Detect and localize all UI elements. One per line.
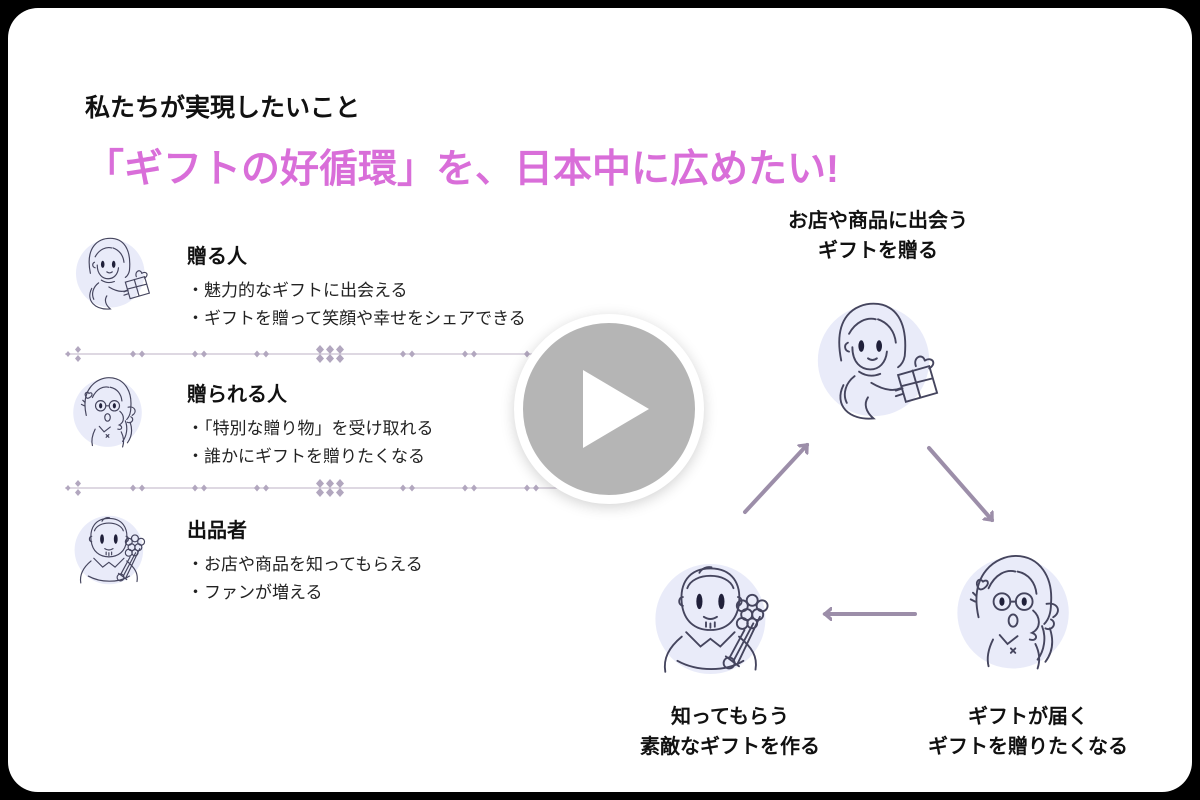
page-title: 私たちが実現したいこと (85, 94, 361, 122)
stakeholder-text: 贈られる人 ・「特別な贈り物」を受け取れる ・誰かにギフトを贈りたくなる (187, 378, 434, 471)
stakeholder-point: ・「特別な贈り物」を受け取れる (187, 419, 434, 438)
receiver-girl-illustration (65, 366, 161, 462)
play-icon (583, 370, 649, 448)
stakeholder-point: ・誰かにギフトを贈りたくなる (187, 447, 425, 466)
arrow-up-icon (743, 443, 809, 514)
receiver-girl-illustration (944, 537, 1100, 693)
ornament-divider (65, 478, 621, 498)
cycle-label-line: お店や商品に出会う (788, 210, 968, 232)
cycle-label-top: お店や商品に出会う ギフトを贈る (750, 206, 1006, 266)
stakeholder-name: 贈られる人 (187, 384, 287, 406)
slide-card: 私たちが実現したいこと 「ギフトの好循環」を、日本中に広めたい! 贈る人 ・魅力… (8, 8, 1192, 792)
cycle-label-line: 知ってもらう (671, 706, 789, 728)
cycle-label-line: ギフトを贈る (818, 240, 938, 262)
stakeholder-point: ・ファンが増える (187, 583, 323, 602)
giver-girl-with-gift-illustration (65, 228, 161, 324)
giver-girl-with-gift-illustration (800, 287, 956, 443)
stakeholder-name: 出品者 (187, 520, 247, 542)
stakeholder-row-seller: 出品者 ・お店や商品を知ってもらえる ・ファンが増える (65, 502, 423, 607)
stakeholder-point: ・お店や商品を知ってもらえる (187, 555, 423, 574)
video-play-button[interactable] (514, 314, 704, 504)
cycle-label-line: ギフトが届く (968, 706, 1088, 728)
cycle-label-line: ギフトを贈りたくなる (928, 736, 1128, 758)
stakeholder-row-receiver: 贈られる人 ・「特別な贈り物」を受け取れる ・誰かにギフトを贈りたくなる (65, 366, 434, 471)
arrow-down-icon (927, 446, 994, 520)
seller-with-flowers-illustration (640, 542, 794, 696)
stakeholder-row-giver: 贈る人 ・魅力的なギフトに出会える ・ギフトを贈って笑顔や幸せをシェアできる (65, 228, 526, 333)
stakeholder-point: ・魅力的なギフトに出会える (187, 281, 408, 300)
stakeholder-name: 贈る人 (187, 246, 247, 268)
seller-with-flowers-illustration (65, 502, 161, 598)
stakeholder-text: 出品者 ・お店や商品を知ってもらえる ・ファンが増える (187, 514, 423, 607)
stakeholder-text: 贈る人 ・魅力的なギフトに出会える ・ギフトを贈って笑顔や幸せをシェアできる (187, 240, 526, 333)
headline: 「ギフトの好循環」を、日本中に広めたい! (85, 148, 839, 191)
stakeholder-point: ・ギフトを贈って笑顔や幸せをシェアできる (187, 309, 526, 328)
cycle-label-line: 素敵なギフトを作る (640, 736, 820, 758)
cycle-label-bottom-right: ギフトが届く ギフトを贈りたくなる (900, 702, 1156, 762)
cycle-label-bottom-left: 知ってもらう 素敵なギフトを作る (602, 702, 858, 762)
